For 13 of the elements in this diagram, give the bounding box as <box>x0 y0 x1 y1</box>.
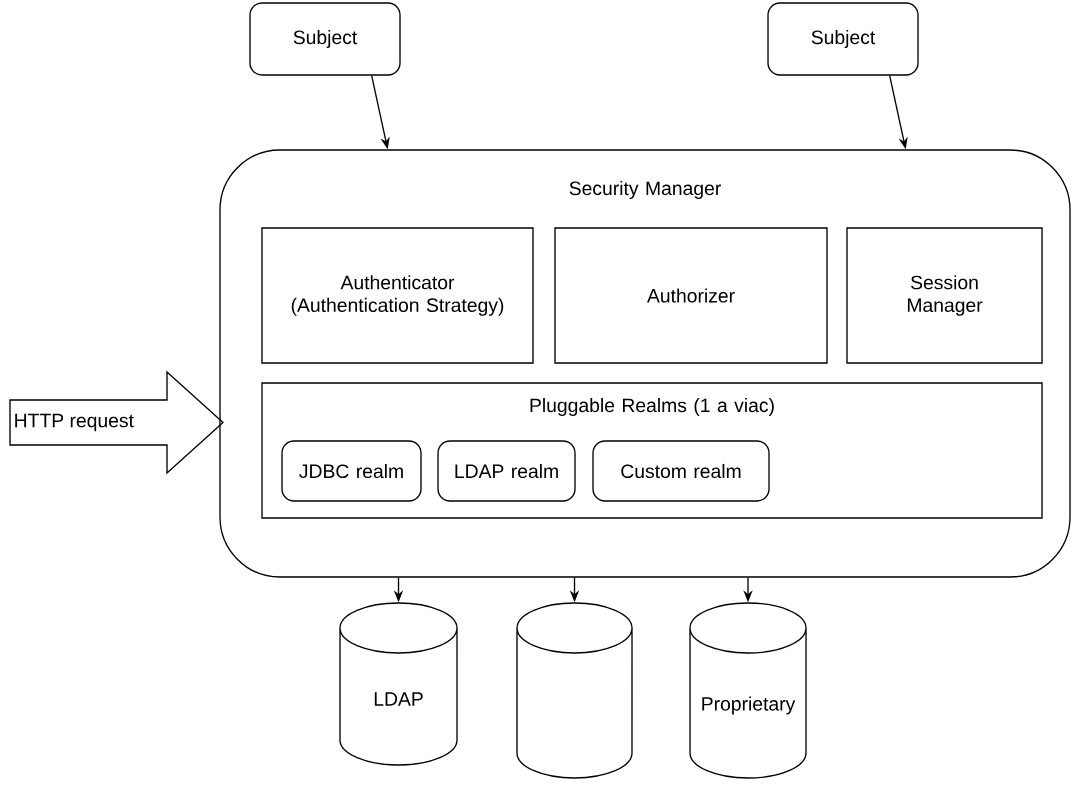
rounded-box: Subject <box>249 2 401 76</box>
rounded-box: JDBC realm <box>281 440 422 502</box>
rounded-box: Custom realm <box>592 440 770 502</box>
database-cylinder: Proprietary <box>689 602 807 779</box>
group-title: Security Manager <box>569 181 721 199</box>
component-box: Authenticator (Authentication Strategy) <box>261 227 534 364</box>
group-title: Pluggable Realms (1 a viac) <box>530 398 774 416</box>
component-box: Authorizer <box>554 227 828 364</box>
component-box: Session Manager <box>846 227 1043 364</box>
database-cylinder <box>516 602 633 779</box>
rounded-box: Subject <box>767 2 919 76</box>
rounded-box: LDAP realm <box>437 440 576 502</box>
database-cylinder: LDAP <box>339 602 458 766</box>
